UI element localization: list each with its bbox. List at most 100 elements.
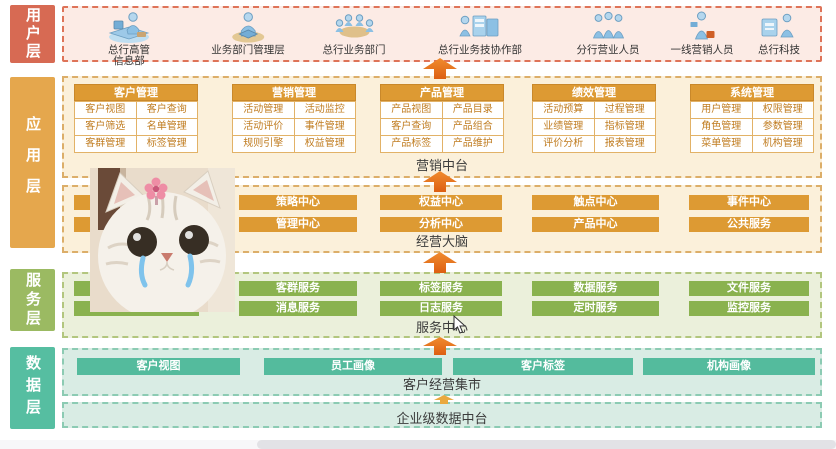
- app-cell: 名单管理: [136, 119, 198, 136]
- service-bar: 定时服务: [532, 301, 659, 316]
- user-item: 总行高管 信息部: [106, 10, 152, 67]
- group-product-mgmt: 产品管理 产品视图 产品目录 客户查询 产品组合 产品标签 产品维护: [380, 84, 504, 153]
- app-layer-label: 应用层: [10, 77, 55, 248]
- group-customer-mgmt: 客户管理 客户视图 客户查询 客户筛选 名单管理 客群管理 标签管理: [74, 84, 198, 153]
- group-title: 营销管理: [232, 84, 356, 101]
- app-cell: 评价分析: [533, 136, 595, 153]
- app-cell: 产品维护: [442, 136, 504, 153]
- app-cell: 权益管理: [294, 136, 356, 153]
- app-cell: 客户查询: [136, 102, 198, 119]
- app-cell: 客户视图: [75, 102, 137, 119]
- data-bar: 客户标签: [453, 358, 633, 375]
- user-item-label: 一线营销人员: [670, 44, 734, 56]
- app-cell: 机构管理: [752, 136, 814, 153]
- app-cell: 过程管理: [594, 102, 656, 119]
- up-arrow: [423, 337, 457, 355]
- app-cell: 产品标签: [381, 136, 443, 153]
- app-cell: 活动评价: [233, 119, 295, 136]
- data-bar: 机构画像: [643, 358, 815, 375]
- group-marketing-mgmt: 营销管理 活动管理 活动监控 活动评价 事件管理 规则引擎 权益管理: [232, 84, 356, 153]
- up-arrow: [423, 58, 457, 79]
- app-cell: 标签管理: [136, 136, 198, 153]
- app-cell: 规则引擎: [233, 136, 295, 153]
- horizontal-scrollbar-thumb[interactable]: [257, 440, 836, 449]
- user-item-label: 总行科技: [758, 44, 800, 56]
- meeting-group-icon: [323, 10, 386, 44]
- mart-label: 客户经营集市: [402, 377, 481, 392]
- app-cell: 用户管理: [691, 102, 753, 119]
- group-title: 产品管理: [380, 84, 504, 101]
- service-bar: 标签服务: [380, 281, 502, 296]
- user-item: 总行业务技协作部: [438, 10, 522, 56]
- app-cell: 客群管理: [75, 136, 137, 153]
- data-bar: 员工画像: [264, 358, 442, 375]
- user-item-label: 分行营业人员: [576, 44, 640, 56]
- user-item-label: 总行高管 信息部: [108, 44, 150, 67]
- center-bar: 产品中心: [532, 217, 659, 232]
- app-cell: 菜单管理: [691, 136, 753, 153]
- app-cell: 业绩管理: [533, 119, 595, 136]
- service-bar: 监控服务: [689, 301, 809, 316]
- center-bar: 管理中心: [239, 217, 357, 232]
- cat-photo-overlay: [90, 168, 235, 312]
- up-arrow: [423, 252, 457, 273]
- group-system-mgmt: 系统管理 用户管理 权限管理 角色管理 参数管理 菜单管理 机构管理: [690, 84, 814, 153]
- group-performance-mgmt: 绩效管理 活动预算 过程管理 业绩管理 指标管理 评价分析 报表管理: [532, 84, 656, 153]
- app-cell: 客户查询: [381, 119, 443, 136]
- app-cell: 产品目录: [442, 102, 504, 119]
- user-layer-label: 用户层: [10, 5, 55, 63]
- user-item: 分行营业人员: [577, 10, 640, 56]
- center-bar: 公共服务: [689, 217, 809, 232]
- up-arrow: [423, 171, 457, 192]
- service-center-label: 服务中心: [415, 320, 468, 335]
- user-item-label: 业务部门管理层: [211, 44, 285, 56]
- service-bar: 日志服务: [380, 301, 502, 316]
- user-item: 总行业务部门: [323, 10, 386, 56]
- salesperson-icon: [671, 10, 734, 44]
- user-item: 业务部门管理层: [211, 10, 285, 56]
- standing-group-icon: [577, 10, 640, 44]
- app-cell: 报表管理: [594, 136, 656, 153]
- app-cell: 事件管理: [294, 119, 356, 136]
- service-bar: 客群服务: [239, 281, 357, 296]
- group-title: 系统管理: [690, 84, 814, 101]
- app-cell: 权限管理: [752, 102, 814, 119]
- service-layer-label: 服务层: [10, 269, 55, 331]
- app-cell: 指标管理: [594, 119, 656, 136]
- center-bar: 事件中心: [689, 195, 809, 210]
- data-platform-panel: 企业级数据中台: [62, 402, 822, 428]
- executive-desk-icon: [106, 10, 152, 44]
- user-item: 一线营销人员: [671, 10, 734, 56]
- app-cell: 活动预算: [533, 102, 595, 119]
- center-bar: 权益中心: [380, 195, 502, 210]
- tech-machine-icon: [756, 10, 802, 44]
- service-bar: 消息服务: [239, 301, 357, 316]
- center-bar: 分析中心: [380, 217, 502, 232]
- brain-label: 经营大脑: [415, 234, 468, 249]
- server-collab-icon: [438, 10, 522, 44]
- app-cell: 产品组合: [442, 119, 504, 136]
- user-layer-panel: 总行高管 信息部 业务部门管理层 总行业务部门 总行业务技协作部 分行营业人员: [62, 6, 822, 67]
- app-cell: 活动监控: [294, 102, 356, 119]
- user-item-label: 总行业务技协作部: [438, 44, 522, 56]
- user-item: 总行科技: [756, 10, 802, 56]
- group-title: 客户管理: [74, 84, 198, 101]
- data-layer-label: 数据层: [10, 347, 55, 429]
- app-cell: 客户筛选: [75, 119, 137, 136]
- app-cell: 活动管理: [233, 102, 295, 119]
- app-management-panel: 客户管理 客户视图 客户查询 客户筛选 名单管理 客群管理 标签管理 营销管理 …: [62, 76, 822, 178]
- marketing-platform-label: 营销中台: [415, 158, 468, 173]
- center-bar: 触点中心: [532, 195, 659, 210]
- data-mart-panel: 客户视图 员工画像 客户标签 机构画像 客户经营集市: [62, 348, 822, 396]
- group-title: 绩效管理: [532, 84, 656, 101]
- app-cell: 产品视图: [381, 102, 443, 119]
- center-bar: 策略中心: [239, 195, 357, 210]
- data-platform-label: 企业级数据中台: [396, 411, 488, 426]
- data-bar: 客户视图: [77, 358, 240, 375]
- small-up-arrow: [434, 395, 454, 404]
- service-bar: 文件服务: [689, 281, 809, 296]
- app-cell: 参数管理: [752, 119, 814, 136]
- mouse-cursor: [453, 315, 466, 334]
- manager-laptop-icon: [211, 10, 285, 44]
